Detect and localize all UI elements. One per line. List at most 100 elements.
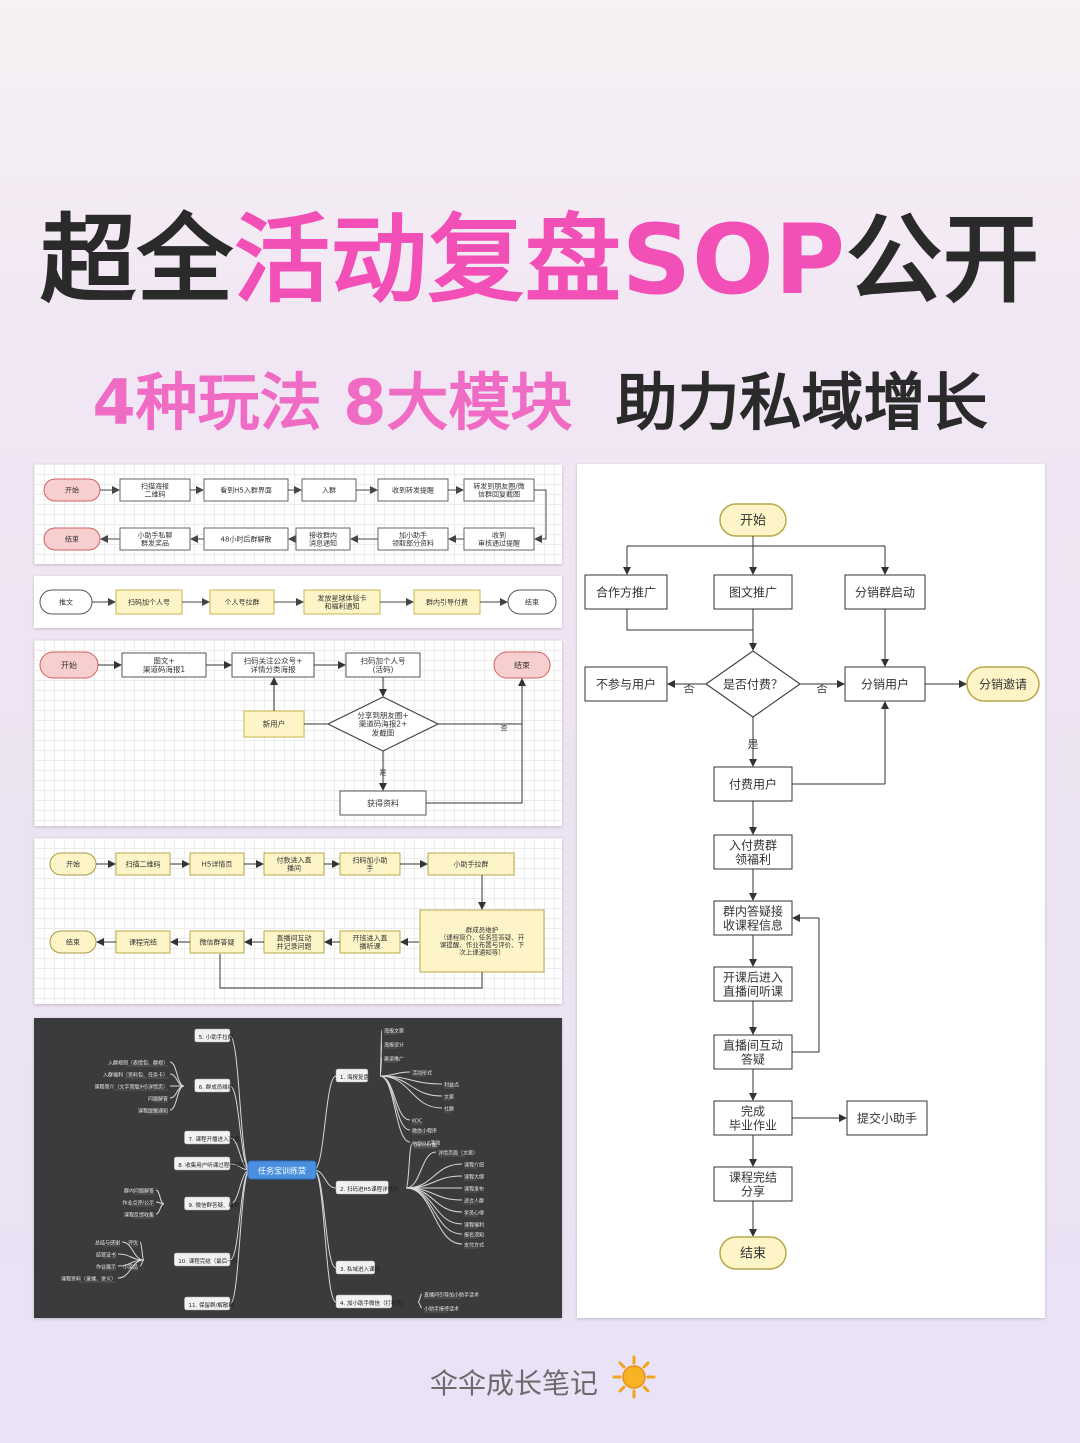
mindmap-branch	[313, 1169, 337, 1269]
end-node-label: 结束	[740, 1247, 766, 1262]
branch-label-yes: 是	[748, 738, 759, 751]
mindmap-right-node-label: 1. 海报复盘	[340, 1073, 369, 1081]
end-node	[719, 1236, 787, 1270]
flow-node-label: 开课后进入直播间听课	[723, 970, 783, 998]
flow-node-label: 入付费群领福利	[729, 838, 777, 866]
mindmap-left-node-label: 9. 微信群答疑、维护	[188, 1201, 239, 1209]
flow-node-label: 48小时后群解散	[221, 535, 272, 544]
mindmap-leaf: 渠道推广	[384, 1056, 404, 1063]
mindmap-left-node	[174, 1252, 231, 1267]
mindmap-left-node-label: 11. 保留群/解散群	[188, 1301, 234, 1309]
mindmap-leaf: 详情页面（文案）	[438, 1150, 478, 1157]
flow-node-label: 转发到朋友圈/微信群回复截图	[473, 481, 524, 498]
mindmap-branch	[155, 1203, 165, 1215]
flow-node-label: 扫描海报二维码	[141, 481, 169, 498]
mindmap-leaf: 课程提醒通知	[138, 1108, 168, 1115]
subheadline-part1: 4种玩法 8大模块	[92, 366, 573, 439]
end-node-label: 结束	[66, 938, 80, 947]
mindmap-right-node	[335, 1260, 375, 1275]
mindmap-branch	[313, 1075, 337, 1171]
mindmap-branch	[229, 1035, 251, 1171]
mindmap-branch	[405, 1187, 463, 1245]
flow-node-label: 提交小助手	[857, 1110, 917, 1125]
flow-node-label: H5详情页	[202, 860, 233, 869]
mindmap-left-node-label: 10. 课程完结（最后一天）	[178, 1257, 244, 1265]
mindmap-leaf: 总结与感谢	[95, 1240, 120, 1247]
mindmap-leaf: 课程简介（文字简版/H5详情页）	[94, 1084, 168, 1091]
flowchart-group-invite: 开始扫描海报二维码看到H5入群界面入群收到转发提醒转发到朋友圈/微信群回复截图结…	[34, 464, 562, 564]
mindmap-leaf: 海报设计	[384, 1042, 404, 1049]
mindmap-leaf: 群内问题解答	[124, 1188, 154, 1195]
terminal-node	[507, 589, 557, 615]
flowchart-distribution: 开始合作方推广图文推广分销群启动是否付费？不参与用户分销用户分销邀请否否是付费用…	[577, 464, 1045, 1318]
branch-label-no: 否	[501, 725, 508, 733]
mindmap-right-node	[335, 1068, 369, 1083]
flow-node	[413, 589, 481, 615]
flowchart-article-funnel: 推文扫码加个人号个人号拉群发放星球体验卡和福利通知群内引导付费结束	[34, 576, 562, 628]
mindmap-center-node	[247, 1160, 317, 1180]
flow-node	[846, 1100, 928, 1136]
mindmap-leaf: banner图	[414, 1143, 437, 1149]
mindmap-branch	[405, 1151, 437, 1189]
mindmap-leaf: 活动形式	[412, 1070, 432, 1077]
mindmap-branch	[229, 1169, 251, 1261]
flow-node-label: 图文推广	[729, 584, 777, 599]
flow-node	[427, 852, 515, 876]
flow-node-label: 课程完结分享	[729, 1169, 777, 1198]
mindmap-leaf: 作业展示	[96, 1264, 116, 1271]
mindmap-branch	[417, 1293, 423, 1303]
mindmap-leaf: 利益点	[444, 1082, 459, 1089]
flow-node	[231, 652, 315, 678]
flow-node	[303, 589, 381, 615]
flow-node-label: 扫码加小助手	[353, 855, 388, 872]
start-node-label: 开始	[61, 660, 77, 670]
mindmap-right-node-label: 4. 加小助手微信（打标签）	[340, 1299, 408, 1307]
flow-node-label: 加小助手领取部分资料	[392, 530, 434, 547]
mindmap-leaf: KOC	[412, 1119, 423, 1125]
flow-node-label: 合作方推广	[596, 584, 656, 599]
headline-part1: 超全	[39, 204, 234, 316]
terminal-node-label: 推文	[59, 598, 73, 607]
mindmap-branch	[229, 1085, 251, 1171]
mindmap-left-node-label: 5. 小助手拉群	[199, 1033, 234, 1041]
mindmap-left-node-label: 6. 群成员维护	[199, 1083, 234, 1091]
connector-line	[626, 609, 753, 631]
decision-node-label: 是否付费？	[723, 677, 783, 691]
headline: 超全活动复盘SOP公开	[0, 182, 1080, 321]
mindmap-branch	[117, 1259, 145, 1279]
flow-node	[339, 790, 427, 816]
flow-node-label: 课程完结	[129, 938, 157, 947]
flow-node	[121, 652, 207, 678]
mindmap-leaf: 课程反馈收集	[124, 1212, 154, 1219]
flow-node-label: 扫码加个人号	[128, 598, 170, 607]
mindmap-branch	[169, 1085, 185, 1099]
connector-line	[219, 954, 483, 989]
mindmap-branch	[405, 1175, 463, 1189]
mindmap-leaf: 学员心得	[464, 1210, 484, 1217]
start-node-label: 开始	[65, 486, 79, 495]
mindmap-branch	[405, 1187, 463, 1225]
mindmap-branch	[313, 1169, 337, 1303]
mindmap-branch	[169, 1073, 185, 1087]
mindmap-leaf: 课程资料（录播、讲义）	[61, 1276, 116, 1283]
flow-node	[844, 666, 926, 702]
flow-node	[115, 589, 183, 615]
end-node-label: 结束	[514, 660, 530, 670]
start-node-label: 开始	[740, 514, 766, 529]
mindmap-branch	[379, 1057, 383, 1077]
mindmap-branch	[139, 1241, 145, 1261]
flow-node-label: 看到H5入群界面	[220, 486, 272, 495]
mindmap-leaf: 小助手接待话术	[424, 1306, 459, 1313]
flow-node-label: 扫描二维码	[126, 860, 161, 869]
mindmap-left-node	[194, 1028, 231, 1043]
mindmap-branch	[379, 1075, 411, 1143]
mindmap-leaf: 评优	[128, 1240, 138, 1247]
mindmap-right-node-label: 2. 扫码进H5课程详情页	[340, 1185, 399, 1193]
flow-node-label: 付费用户	[729, 776, 777, 791]
flow-node	[584, 666, 668, 702]
flow-node-label: 分销群启动	[855, 585, 915, 599]
flow-node-label: 扫码关注公众号+详情分类海报	[244, 655, 303, 674]
flow-node	[713, 574, 793, 610]
flow-node-label: 直播间互动并记录问题	[277, 933, 312, 950]
